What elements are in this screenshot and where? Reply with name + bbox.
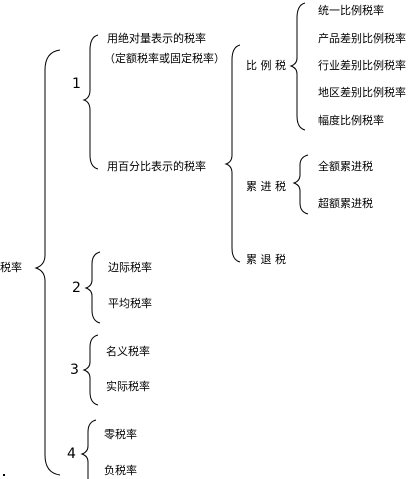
subtype-regressive: 累 退 税	[246, 253, 286, 266]
subtype-proportional: 比 例 税	[246, 59, 286, 72]
marginal-rate-label: 边际税率	[108, 261, 152, 274]
absolute-rate-label: 用绝对量表示的税率	[107, 32, 206, 45]
group3-brace	[82, 334, 99, 406]
group3-number: 3	[70, 362, 79, 378]
average-rate-label: 平均税率	[108, 297, 152, 310]
root-label: 税率	[0, 261, 22, 274]
proportional-item: 产品差别比例税率	[318, 32, 406, 45]
progressive-item: 全额累进税	[318, 160, 373, 173]
group1-number: 1	[72, 76, 81, 92]
proportional-item: 统一比例税率	[318, 4, 384, 17]
subtype-progressive: 累 进 税	[246, 180, 286, 193]
group2-brace	[84, 251, 101, 324]
negative-rate-label: 负税率	[104, 464, 137, 477]
stray-mark	[3, 474, 5, 476]
effective-rate-label: 实际税率	[106, 380, 150, 393]
progressive-item: 超额累进税	[318, 197, 373, 210]
group4-number: 4	[67, 446, 76, 462]
root-brace	[34, 49, 61, 476]
proportional-item: 地区差别比例税率	[318, 86, 406, 99]
subtype-brace	[224, 44, 241, 263]
proportional-brace	[289, 2, 306, 131]
proportional-item: 幅度比例税率	[318, 114, 384, 127]
proportional-item: 行业差别比例税率	[318, 59, 406, 72]
group1-brace	[82, 34, 99, 170]
nominal-rate-label: 名义税率	[106, 345, 150, 358]
percentage-rate-label: 用百分比表示的税率	[107, 160, 206, 173]
group4-brace	[80, 419, 97, 479]
absolute-rate-sublabel: （定额税率或固定税率）	[104, 52, 225, 65]
group2-number: 2	[72, 280, 81, 296]
zero-rate-label: 零税率	[104, 428, 137, 441]
progressive-brace	[292, 154, 309, 215]
